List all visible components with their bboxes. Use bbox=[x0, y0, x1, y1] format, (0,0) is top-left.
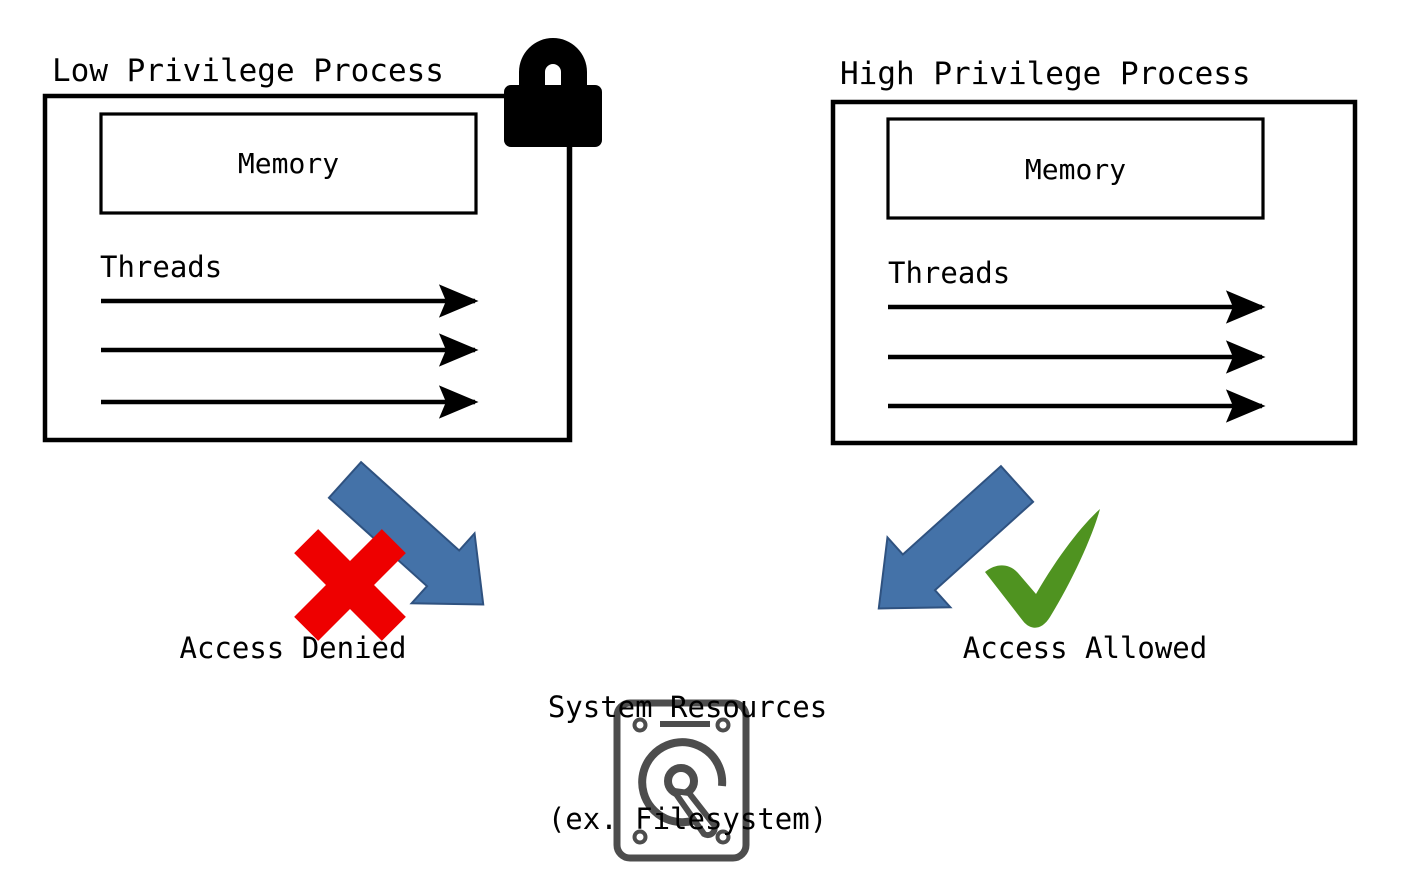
system-resources-label: System Resources (ex. Filesystem) bbox=[515, 615, 860, 869]
system-resources-line1: System Resources bbox=[547, 690, 828, 725]
low-privilege-memory-box bbox=[99, 112, 478, 215]
access-denied-label: Access Denied bbox=[179, 631, 407, 665]
high-privilege-thread-arrows bbox=[888, 290, 1266, 423]
system-resources-line2: (ex. Filesystem) bbox=[547, 801, 828, 836]
blue-arrow-down-left bbox=[877, 464, 1035, 610]
padlock-icon bbox=[504, 38, 602, 147]
low-privilege-thread-arrows bbox=[101, 284, 479, 419]
hard-drive-icon bbox=[613, 699, 750, 862]
high-privilege-process-title: High Privilege Process bbox=[840, 56, 1251, 92]
access-allowed-label: Access Allowed bbox=[962, 631, 1208, 665]
high-privilege-memory-box bbox=[886, 117, 1265, 220]
low-privilege-process-title: Low Privilege Process bbox=[52, 53, 444, 89]
high-privilege-threads-label: Threads bbox=[888, 256, 1011, 290]
low-privilege-threads-label: Threads bbox=[100, 250, 223, 284]
blue-arrow-down-right bbox=[327, 460, 485, 606]
red-x-icon bbox=[294, 529, 406, 641]
low-privilege-memory-label: Memory bbox=[237, 147, 340, 180]
high-privilege-memory-label: Memory bbox=[1024, 153, 1127, 186]
green-check-icon bbox=[985, 509, 1100, 628]
